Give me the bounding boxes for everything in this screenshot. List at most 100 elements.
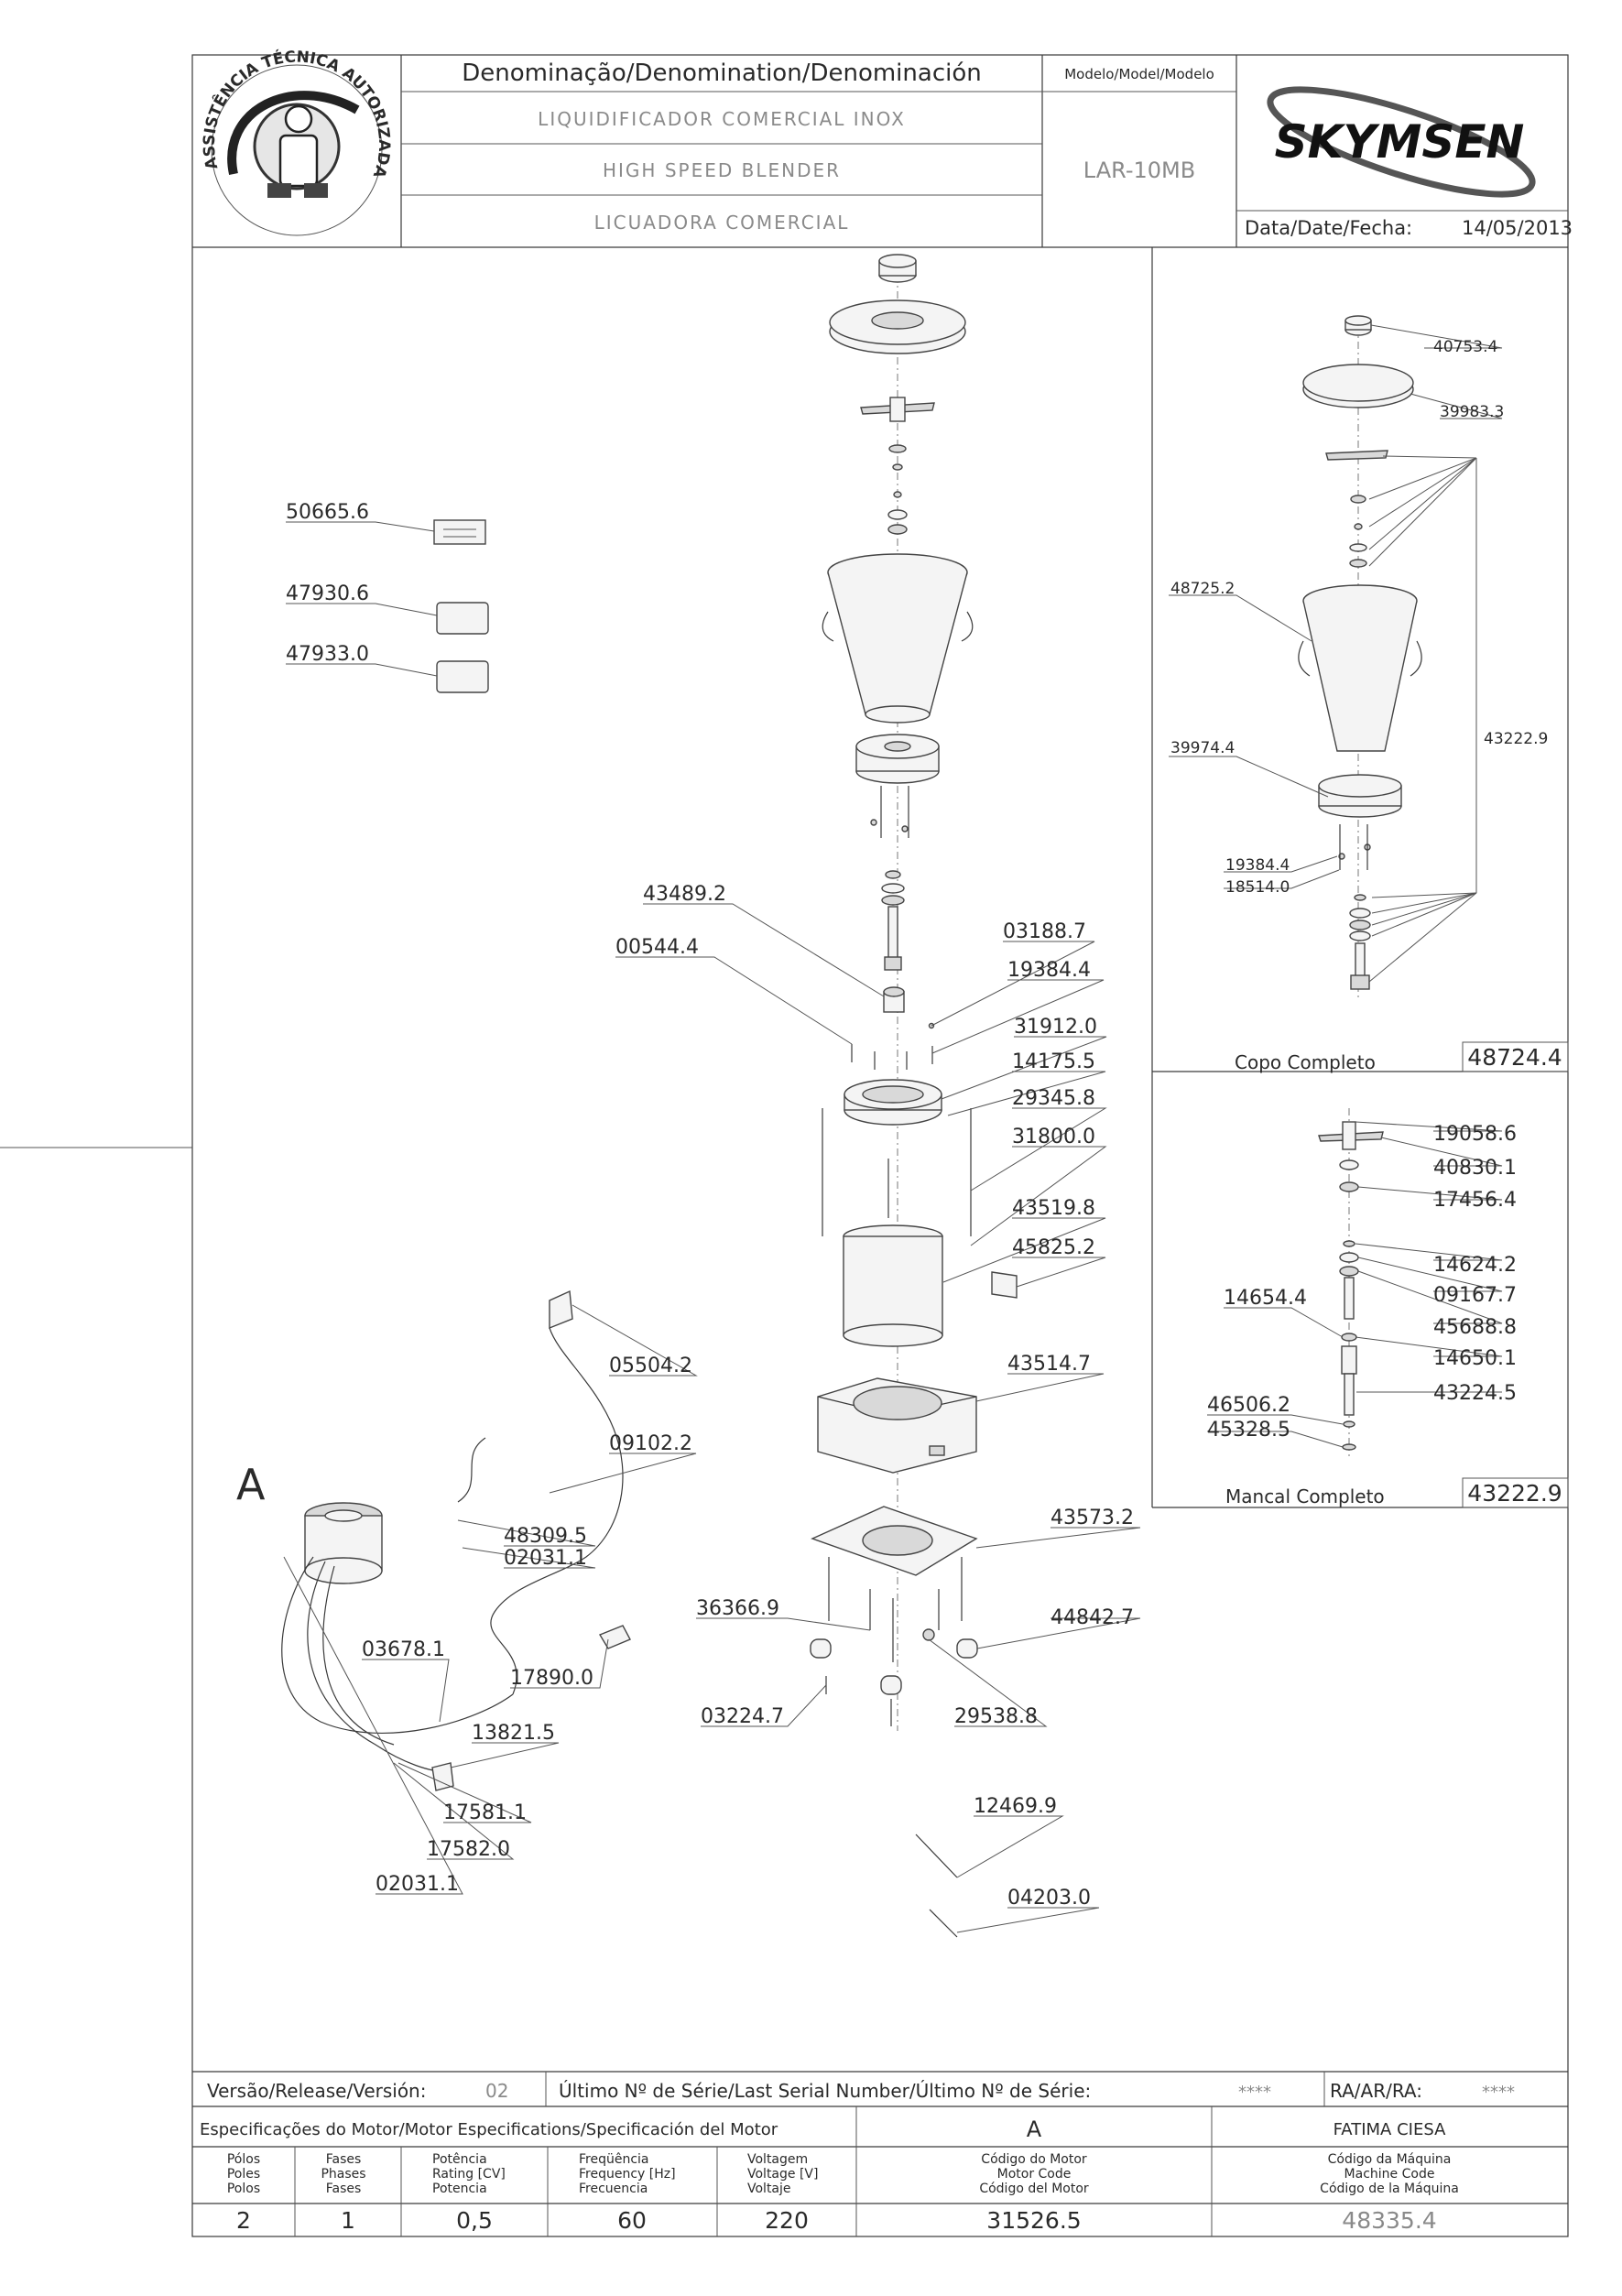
bearing-stack xyxy=(881,870,905,971)
copo-label-40753-4: 40753.4 xyxy=(1433,338,1497,356)
mancal-label-43224-5: 43224.5 xyxy=(1433,1382,1517,1405)
col-voltage-es: Voltaje xyxy=(747,2182,791,2196)
denomination-title: Denominação/Denomination/Denominación xyxy=(462,60,981,87)
feet-parts xyxy=(810,1628,978,1726)
col-poles-pt: Pólos xyxy=(227,2152,260,2167)
copo-labels: 40753.4 39983.3 48725.2 43222.9 39974.4 … xyxy=(1170,338,1562,1073)
name-en: HIGH SPEED BLENDER xyxy=(603,159,841,181)
value-motor-code: 31526.5 xyxy=(986,2207,1081,2234)
mancal-label-17456-4: 17456.4 xyxy=(1433,1189,1517,1212)
cable-ties-parts xyxy=(915,1834,958,1938)
coupling-part xyxy=(883,986,905,1013)
label-plates xyxy=(433,519,489,693)
ra-label: RA/AR/RA: xyxy=(1330,2080,1422,2102)
exploded-view xyxy=(281,254,1018,1938)
bottom-plate-part xyxy=(811,1506,978,1662)
date-value: 14/05/2013 xyxy=(1462,217,1573,239)
label-48309-5: 48309.5 xyxy=(504,1525,587,1548)
col-phases-en: Phases xyxy=(321,2167,365,2182)
version-value: 02 xyxy=(485,2080,508,2102)
value-rating: 0,5 xyxy=(456,2207,493,2234)
copo-label-39983-3: 39983.3 xyxy=(1440,403,1504,421)
value-voltage: 220 xyxy=(765,2207,809,2234)
col-machine-code-en: Machine Code xyxy=(1344,2167,1435,2182)
label-19384-4: 19384.4 xyxy=(1007,959,1091,982)
mancal-label-14624-2: 14624.2 xyxy=(1433,1254,1517,1277)
label-36366-9: 36366.9 xyxy=(696,1597,779,1620)
sticker-part xyxy=(991,1271,1018,1299)
mancal-label-40830-1: 40830.1 xyxy=(1433,1157,1517,1180)
label-02031-1-b: 02031.1 xyxy=(376,1873,459,1896)
label-44842-7: 44842.7 xyxy=(1050,1606,1134,1629)
ra-value: **** xyxy=(1482,2083,1515,2102)
mancal-label-19058-6: 19058.6 xyxy=(1433,1123,1517,1146)
base-screws xyxy=(870,786,909,838)
col-voltage-en: Voltage [V] xyxy=(747,2167,818,2182)
main-part-labels: 50665.6 47930.6 47933.0 43489.2 00544.4 … xyxy=(236,501,1134,1910)
base-housing-part xyxy=(817,1377,977,1474)
footer-block: Versão/Release/Versión: 02 Último Nº de … xyxy=(200,2080,1515,2234)
col-motor-code-es: Código del Motor xyxy=(979,2182,1089,2196)
col-machine-code-pt: Código da Máquina xyxy=(1328,2152,1452,2167)
lid-cap-part xyxy=(878,254,917,283)
copo-label-18514-0: 18514.0 xyxy=(1225,878,1290,897)
label-03188-7: 03188.7 xyxy=(1003,920,1086,943)
label-09102-2: 09102.2 xyxy=(609,1432,692,1455)
label-17890-0: 17890.0 xyxy=(510,1667,593,1690)
label-43519-8: 43519.8 xyxy=(1012,1197,1095,1220)
date-label: Data/Date/Fecha: xyxy=(1245,217,1412,239)
sheet-frame xyxy=(0,54,1569,2237)
tie-rods xyxy=(822,1108,972,1236)
brand-name: SKYMSEN xyxy=(1275,115,1525,169)
leader-lines xyxy=(283,324,1503,1933)
model-value: LAR-10MB xyxy=(1083,158,1195,183)
col-motor-code-en: Motor Code xyxy=(997,2167,1072,2182)
motor-id: A xyxy=(1027,2116,1042,2142)
label-29345-8: 29345.8 xyxy=(1012,1087,1095,1110)
mancal-label-45688-8: 45688.8 xyxy=(1433,1316,1517,1339)
jar-part xyxy=(822,553,974,724)
lid-part xyxy=(829,299,966,354)
version-label: Versão/Release/Versión: xyxy=(207,2080,426,2102)
label-45825-2: 45825.2 xyxy=(1012,1236,1095,1259)
label-50665-6: 50665.6 xyxy=(286,501,369,524)
mancal-completo-drawing xyxy=(1318,1108,1384,1456)
motor-flange-part xyxy=(844,1079,942,1126)
label-03678-1: 03678.1 xyxy=(362,1638,445,1661)
col-phases-pt: Fases xyxy=(326,2152,362,2167)
mancal-label-45328-5: 45328.5 xyxy=(1207,1419,1290,1442)
motor-spec-label: Especificações do Motor/Motor Especifica… xyxy=(200,2120,778,2139)
label-05504-2: 05504.2 xyxy=(609,1355,692,1377)
mancal-label-14654-4: 14654.4 xyxy=(1224,1287,1307,1310)
blade-part xyxy=(860,397,935,422)
col-motor-code-pt: Código do Motor xyxy=(981,2152,1087,2167)
name-es: LICUADORA COMERCIAL xyxy=(594,212,850,234)
label-31912-0: 31912.0 xyxy=(1014,1016,1097,1039)
responsible-name: FATIMA CIESA xyxy=(1334,2120,1446,2139)
col-phases-es: Fases xyxy=(326,2182,362,2196)
label-00544-4: 00544.4 xyxy=(615,936,699,959)
copo-label-19384-4: 19384.4 xyxy=(1225,856,1290,875)
mancal-label-09167-7: 09167.7 xyxy=(1433,1284,1517,1307)
housing-cylinder-part xyxy=(843,1224,943,1347)
label-04203-0: 04203.0 xyxy=(1007,1887,1091,1910)
value-poles: 2 xyxy=(236,2207,251,2234)
col-poles-es: Polos xyxy=(227,2182,260,2196)
mancal-label-46506-2: 46506.2 xyxy=(1207,1394,1290,1417)
label-47933-0: 47933.0 xyxy=(286,643,369,666)
value-machine-code: 48335.4 xyxy=(1342,2207,1436,2234)
label-47930-6: 47930.6 xyxy=(286,582,369,605)
copo-label-43222-9: 43222.9 xyxy=(1484,730,1548,748)
label-14175-5: 14175.5 xyxy=(1012,1050,1095,1073)
label-29538-8: 29538.8 xyxy=(954,1705,1038,1728)
mancal-labels: 19058.6 40830.1 17456.4 14624.2 09167.7 … xyxy=(1207,1123,1562,1507)
label-17582-0: 17582.0 xyxy=(427,1838,510,1861)
copo-label-48725-2: 48725.2 xyxy=(1170,580,1235,598)
label-43489-2: 43489.2 xyxy=(643,883,726,906)
col-rating-es: Potencia xyxy=(432,2182,487,2196)
copo-label-39974-4: 39974.4 xyxy=(1170,739,1235,757)
label-43573-2: 43573.2 xyxy=(1050,1507,1134,1529)
value-frequency: 60 xyxy=(617,2207,647,2234)
label-12469-9: 12469.9 xyxy=(974,1795,1057,1818)
